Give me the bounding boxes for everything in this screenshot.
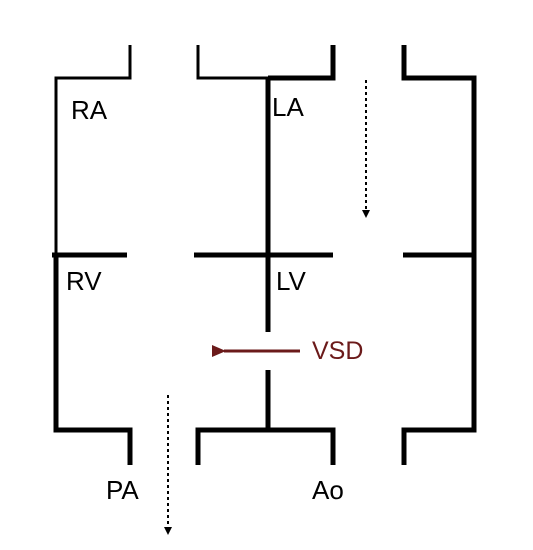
left-ventricle-label: LV	[276, 266, 306, 296]
left-atrium-right-wall	[401, 45, 477, 255]
pulmonary-artery-label: PA	[106, 475, 139, 505]
aorta-label: Ao	[312, 475, 344, 505]
left-atrium-label: LA	[272, 92, 304, 122]
left-ventricle-wall	[401, 255, 477, 465]
right-atrium-label: RA	[71, 95, 108, 125]
right-ventricle-label: RV	[66, 266, 102, 296]
right-ventricle-wall	[53, 255, 133, 465]
vsd-label: VSD	[312, 337, 364, 365]
left-atrium-top-wall	[268, 45, 336, 81]
right-atrium-wall	[54, 45, 132, 255]
right-atrium-septum-top	[196, 45, 268, 80]
outflow-septum	[195, 427, 336, 465]
